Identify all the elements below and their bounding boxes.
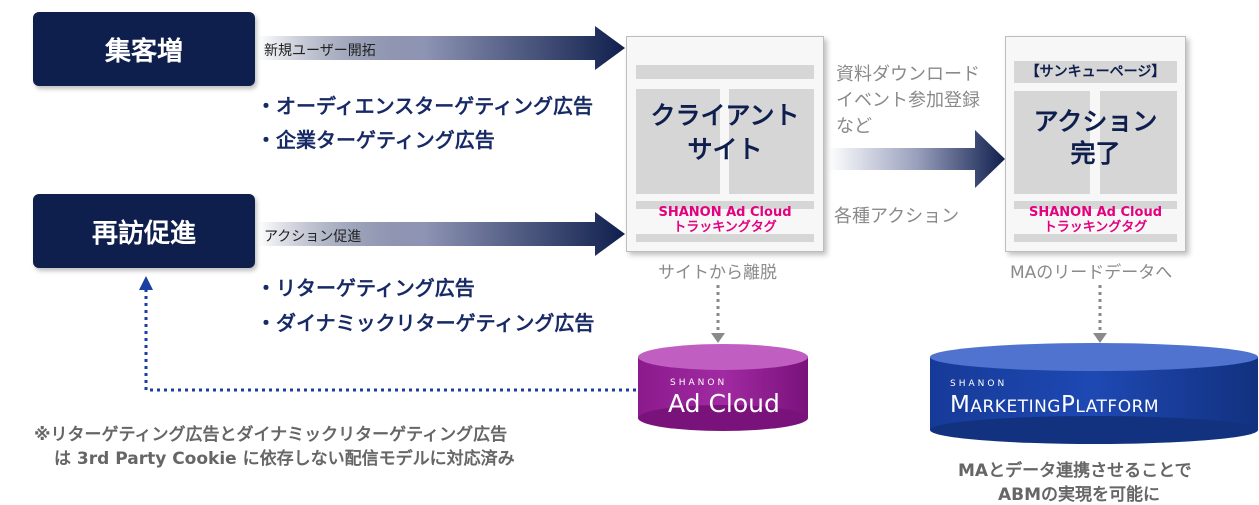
arrow-action-promotion [258,212,625,256]
marketing-platform-cylinder [930,343,1258,444]
mp-caption-2: ABMの実現を可能に [998,485,1161,505]
mp-logo-arketing: ARKETING [970,397,1061,417]
thanks-tag-1: SHANON Ad Cloud [1028,205,1163,220]
thanks-page-header: 【サンキューページ】 [1025,64,1166,80]
thanks-title-2: 完了 [1070,139,1121,168]
page-header-bar [636,65,814,79]
bullet-audience-targeting: ・オーディエンスターゲティング広告 [256,94,593,118]
thanks-tag-2: トラッキングタグ [1043,220,1148,235]
thanks-content-block-left [1014,91,1090,194]
bullet-retargeting: ・リターゲティング広告 [256,276,475,300]
client-site-title-1: クライアント [650,101,800,130]
ad-cloud-cylinder [638,344,808,431]
flow-label-new-users: 新規ユーザー開拓 [264,43,376,59]
dotted-retargeting-loop [139,276,636,392]
mp-logo-p: P [1060,392,1076,418]
client-site-tag-1: SHANON Ad Cloud [658,205,792,220]
page-content-block-left [636,89,720,194]
page-content-block-right [729,89,814,194]
mp-logo-m: M [950,392,971,418]
thanks-footer-bar-2 [1014,234,1177,242]
thanks-content-block-right [1100,91,1177,194]
thanks-page: 【サンキューページ】 アクション 完了 SHANON Ad Cloud トラッキ… [1005,36,1186,252]
flow-label-action: アクション促進 [264,229,362,245]
acquire-box: 集客増 [33,12,255,86]
ad-cloud-big-label: Ad Cloud [668,389,780,418]
thanks-page-caption: MAのリードデータへ [1010,263,1173,283]
client-site-title-2: サイト [687,135,763,164]
bullet-dynamic-retargeting: ・ダイナミックリターゲティング広告 [256,311,595,335]
page-footer-bar-2 [636,234,814,242]
thanks-title-1: アクション [1033,107,1158,136]
revisit-box: 再訪促進 [33,194,255,268]
various-actions-text: 各種アクション [834,206,960,227]
client-site-caption: サイトから離脱 [658,263,777,283]
arrow-to-thanks-page [828,130,1005,188]
ad-cloud-small-label: SHANON [670,378,728,388]
middle-text-3: など [836,116,872,137]
thanks-header-bar [1014,61,1177,83]
mp-logo-text: MARKETINGPLATFORM [950,392,1159,418]
middle-text-1: 資料ダウンロード [836,64,980,85]
arrow-new-users [258,26,625,70]
bullet-company-targeting: ・企業ターゲティング広告 [256,128,495,152]
mp-small-label: SHANON [950,379,1008,389]
note-line-2: は 3rd Party Cookie に依存しない配信モデルに対応済み [54,449,515,469]
acquire-label: 集客増 [104,36,183,67]
revisit-label: 再訪促進 [91,218,196,249]
thanks-footer-bar [1014,201,1177,209]
dotted-arrow-to-marketing-platform [1093,285,1107,343]
dotted-arrow-to-ad-cloud [711,285,725,343]
mp-logo-latform: LATFORM [1075,397,1160,417]
middle-text-2: イベント参加登録 [836,90,980,111]
note-line-1: ※リターゲティング広告とダイナミックリターゲティング広告 [34,425,508,445]
client-site-tag-2: トラッキングタグ [673,220,777,235]
mp-caption-1: MAとデータ連携させることで [958,461,1192,481]
client-site-page: クライアント サイト SHANON Ad Cloud トラッキングタグ [626,36,824,252]
page-footer-bar [636,201,814,209]
